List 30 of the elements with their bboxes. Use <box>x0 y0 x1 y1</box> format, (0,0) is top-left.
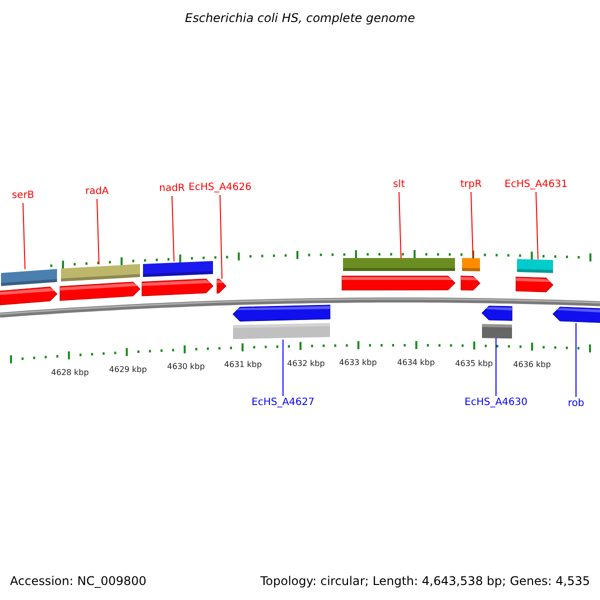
scale-label: 4635 kbp <box>455 358 493 369</box>
gene-label: nadR <box>159 183 185 195</box>
gene-label: EcHS_A4631 <box>504 179 568 191</box>
leader-line <box>398 192 402 259</box>
scale-label: 4633 kbp <box>339 358 377 368</box>
gene-label: serB <box>12 190 34 202</box>
scale-label: 4628 kbp <box>51 368 89 378</box>
gene-label: rob <box>568 398 584 410</box>
scale-label: 4634 kbp <box>397 358 435 368</box>
accession-note: Accession: NC_009800 <box>10 573 146 589</box>
scale-label: 4629 kbp <box>109 364 147 375</box>
leader-line <box>470 192 474 259</box>
scale-label: 4630 kbp <box>167 362 205 372</box>
scale-label: 4632 kbp <box>287 358 325 369</box>
genome-summary-note: Topology: circular; Length: 4,643,538 bp; Genes: 4,535 <box>260 573 590 589</box>
gene-label: trpR <box>460 179 482 191</box>
leader-line <box>22 202 26 270</box>
gene-label: EcHS_A4630 <box>464 397 528 409</box>
leader-line <box>172 196 174 262</box>
leader-line <box>282 339 284 396</box>
scale-label: 4636 kbp <box>513 360 551 370</box>
chart-title: Escherichia coli HS, complete genome <box>184 10 416 26</box>
gene-label: EcHS_A4627 <box>252 397 314 409</box>
gene-label: EcHS_A4626 <box>188 182 252 194</box>
scale-label: 4631 kbp <box>224 360 262 370</box>
gene-label: slt <box>393 179 405 191</box>
leader-line <box>536 192 538 260</box>
leader-line <box>220 194 222 280</box>
leader-line <box>96 198 100 265</box>
gene-label: radA <box>85 186 109 198</box>
